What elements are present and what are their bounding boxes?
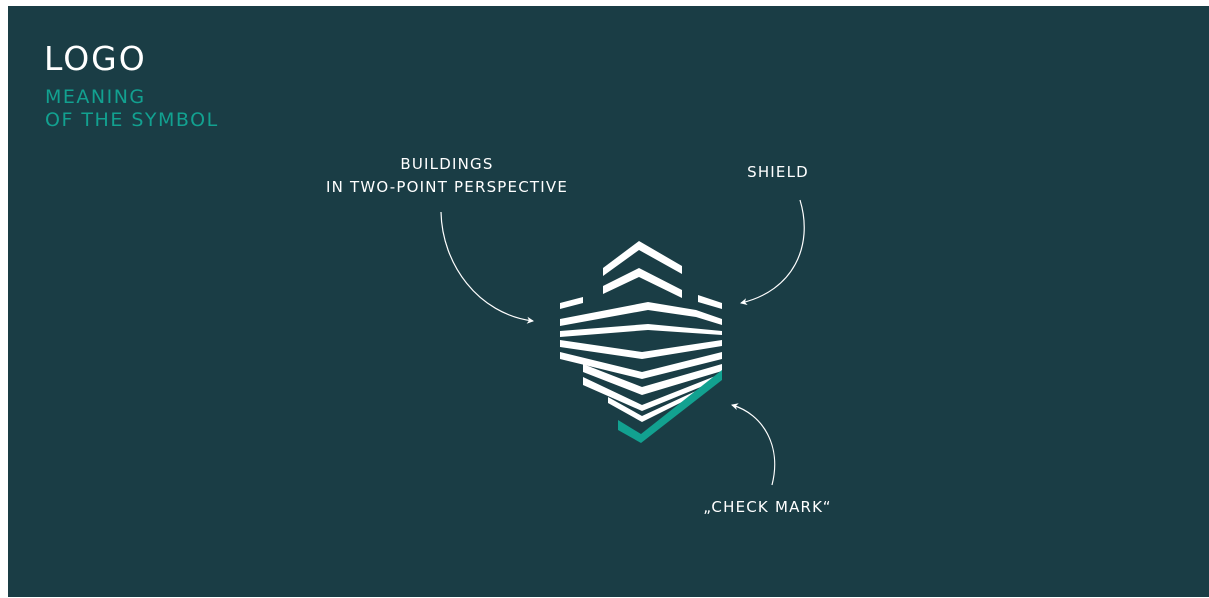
logo-stripe [608,390,698,422]
page-title: LOGO [44,39,147,78]
subtitle-line-1: MEANING [45,86,146,108]
logo-stripe [603,241,682,276]
logo-stripe [560,352,722,379]
check-mark-arrow [731,403,776,486]
subtitle-line-2: OF THE SYMBOL [45,109,219,131]
logo-diagram [440,199,805,486]
logo-stripe [583,364,722,395]
logo-stripe [560,340,722,359]
logo-stripe [560,297,583,309]
buildings-label-line-2: IN TWO-POINT PERSPECTIVE [325,178,569,196]
logo-stripe [603,268,682,298]
logo-stripe [583,375,718,411]
slide-frame: LOGO MEANING OF THE SYMBOL BUILDINGS IN … [8,6,1209,597]
check-mark-label: „CHECK MARK“ [703,498,832,516]
buildings-arrow [440,211,534,324]
shield-arrow [740,199,805,306]
logo-symbol [560,241,722,443]
buildings-label: BUILDINGS IN TWO-POINT PERSPECTIVE [298,153,596,199]
logo-stripe [560,324,722,337]
shield-label: SHIELD [747,163,809,181]
check-mark-icon [618,370,722,443]
logo-stripe [698,295,722,309]
buildings-label-line-1: BUILDINGS [400,155,494,173]
page-subtitle: MEANING OF THE SYMBOL [45,86,219,132]
logo-stripe [560,302,722,326]
